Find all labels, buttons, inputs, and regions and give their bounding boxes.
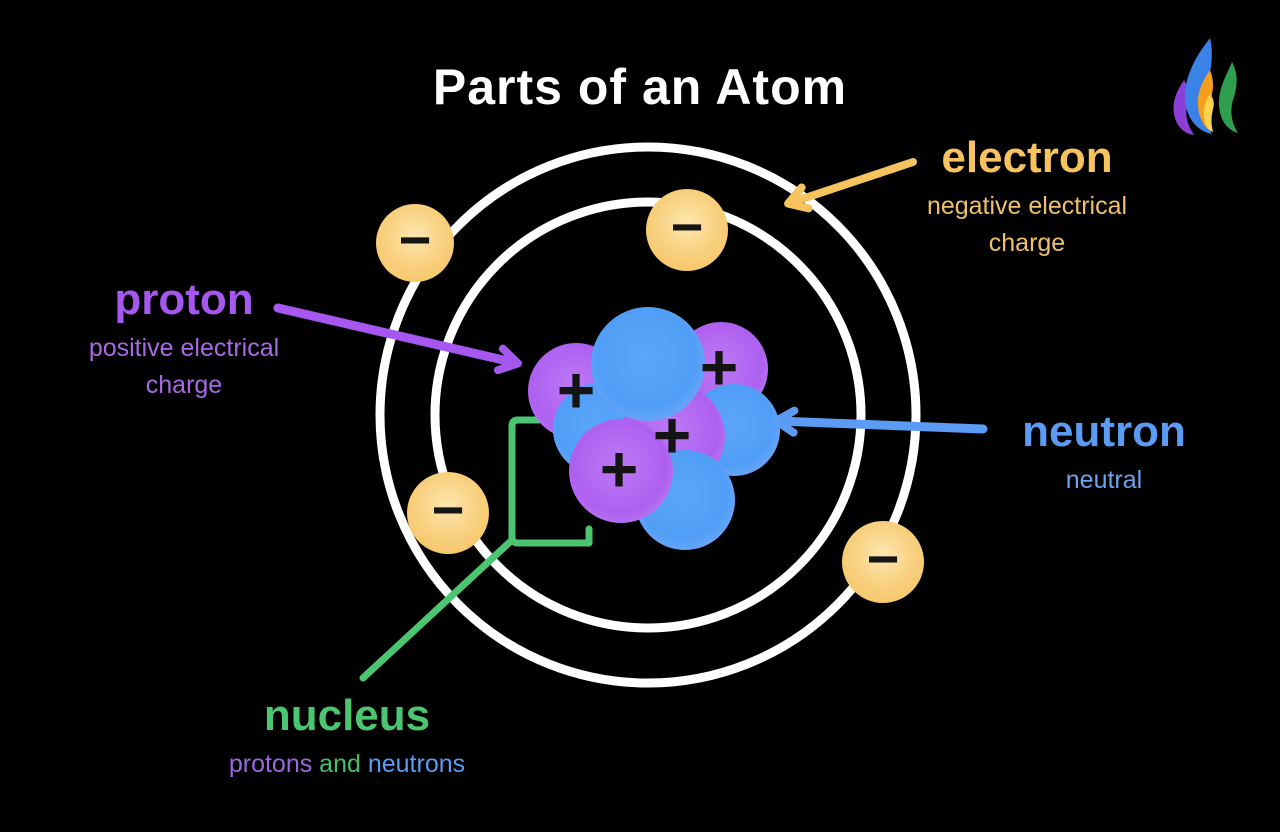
orbit-inner — [430, 197, 866, 633]
page-title: Parts of an Atom — [432, 59, 848, 115]
proton-ball — [569, 419, 673, 523]
electron-arrow — [784, 158, 917, 213]
nucleus-desc-and: and — [312, 750, 368, 779]
electron-label: electron — [941, 133, 1113, 182]
plus-sign: + — [599, 431, 639, 506]
nucleus-desc-neutrons: neutrons — [367, 750, 466, 779]
flame-logo-icon — [1173, 38, 1238, 135]
orbit-outer — [375, 142, 921, 688]
neutron-arrow — [772, 406, 988, 437]
minus-sign: − — [670, 195, 704, 258]
neutron-label: neutron — [1022, 407, 1186, 456]
nucleus-label: nucleus — [263, 691, 431, 740]
proton-label-group: proton positive electrical charge — [9, 275, 359, 403]
neutron-description: neutral — [1065, 466, 1143, 495]
proton-description: positive electrical charge — [88, 334, 280, 399]
minus-sign: − — [398, 208, 432, 271]
electron-label-group: electron negative electrical charge — [852, 133, 1202, 261]
electron-particle: − — [376, 204, 454, 282]
electron-particle: − — [646, 189, 728, 271]
nucleus-connector-line — [359, 537, 515, 682]
neutron-label-group: neutron neutral — [929, 407, 1279, 499]
plus-sign: + — [556, 352, 596, 427]
neutron-ball — [591, 307, 705, 421]
nucleus-label-group: nucleus protons and neutrons — [172, 691, 522, 783]
nucleus-description: protons and neutrons — [172, 746, 522, 782]
minus-sign: − — [431, 478, 465, 541]
minus-sign: − — [866, 527, 900, 590]
proton-label: proton — [114, 275, 254, 324]
proton-arrow — [273, 303, 522, 375]
plus-sign: + — [652, 397, 692, 472]
nucleus-desc-protons: protons — [228, 750, 313, 779]
nucleus-bracket — [508, 416, 593, 547]
plus-sign: + — [699, 329, 739, 404]
electron-particle: − — [407, 472, 489, 554]
electron-particle: − — [842, 521, 924, 603]
electron-description: negative electrical charge — [926, 192, 1128, 257]
